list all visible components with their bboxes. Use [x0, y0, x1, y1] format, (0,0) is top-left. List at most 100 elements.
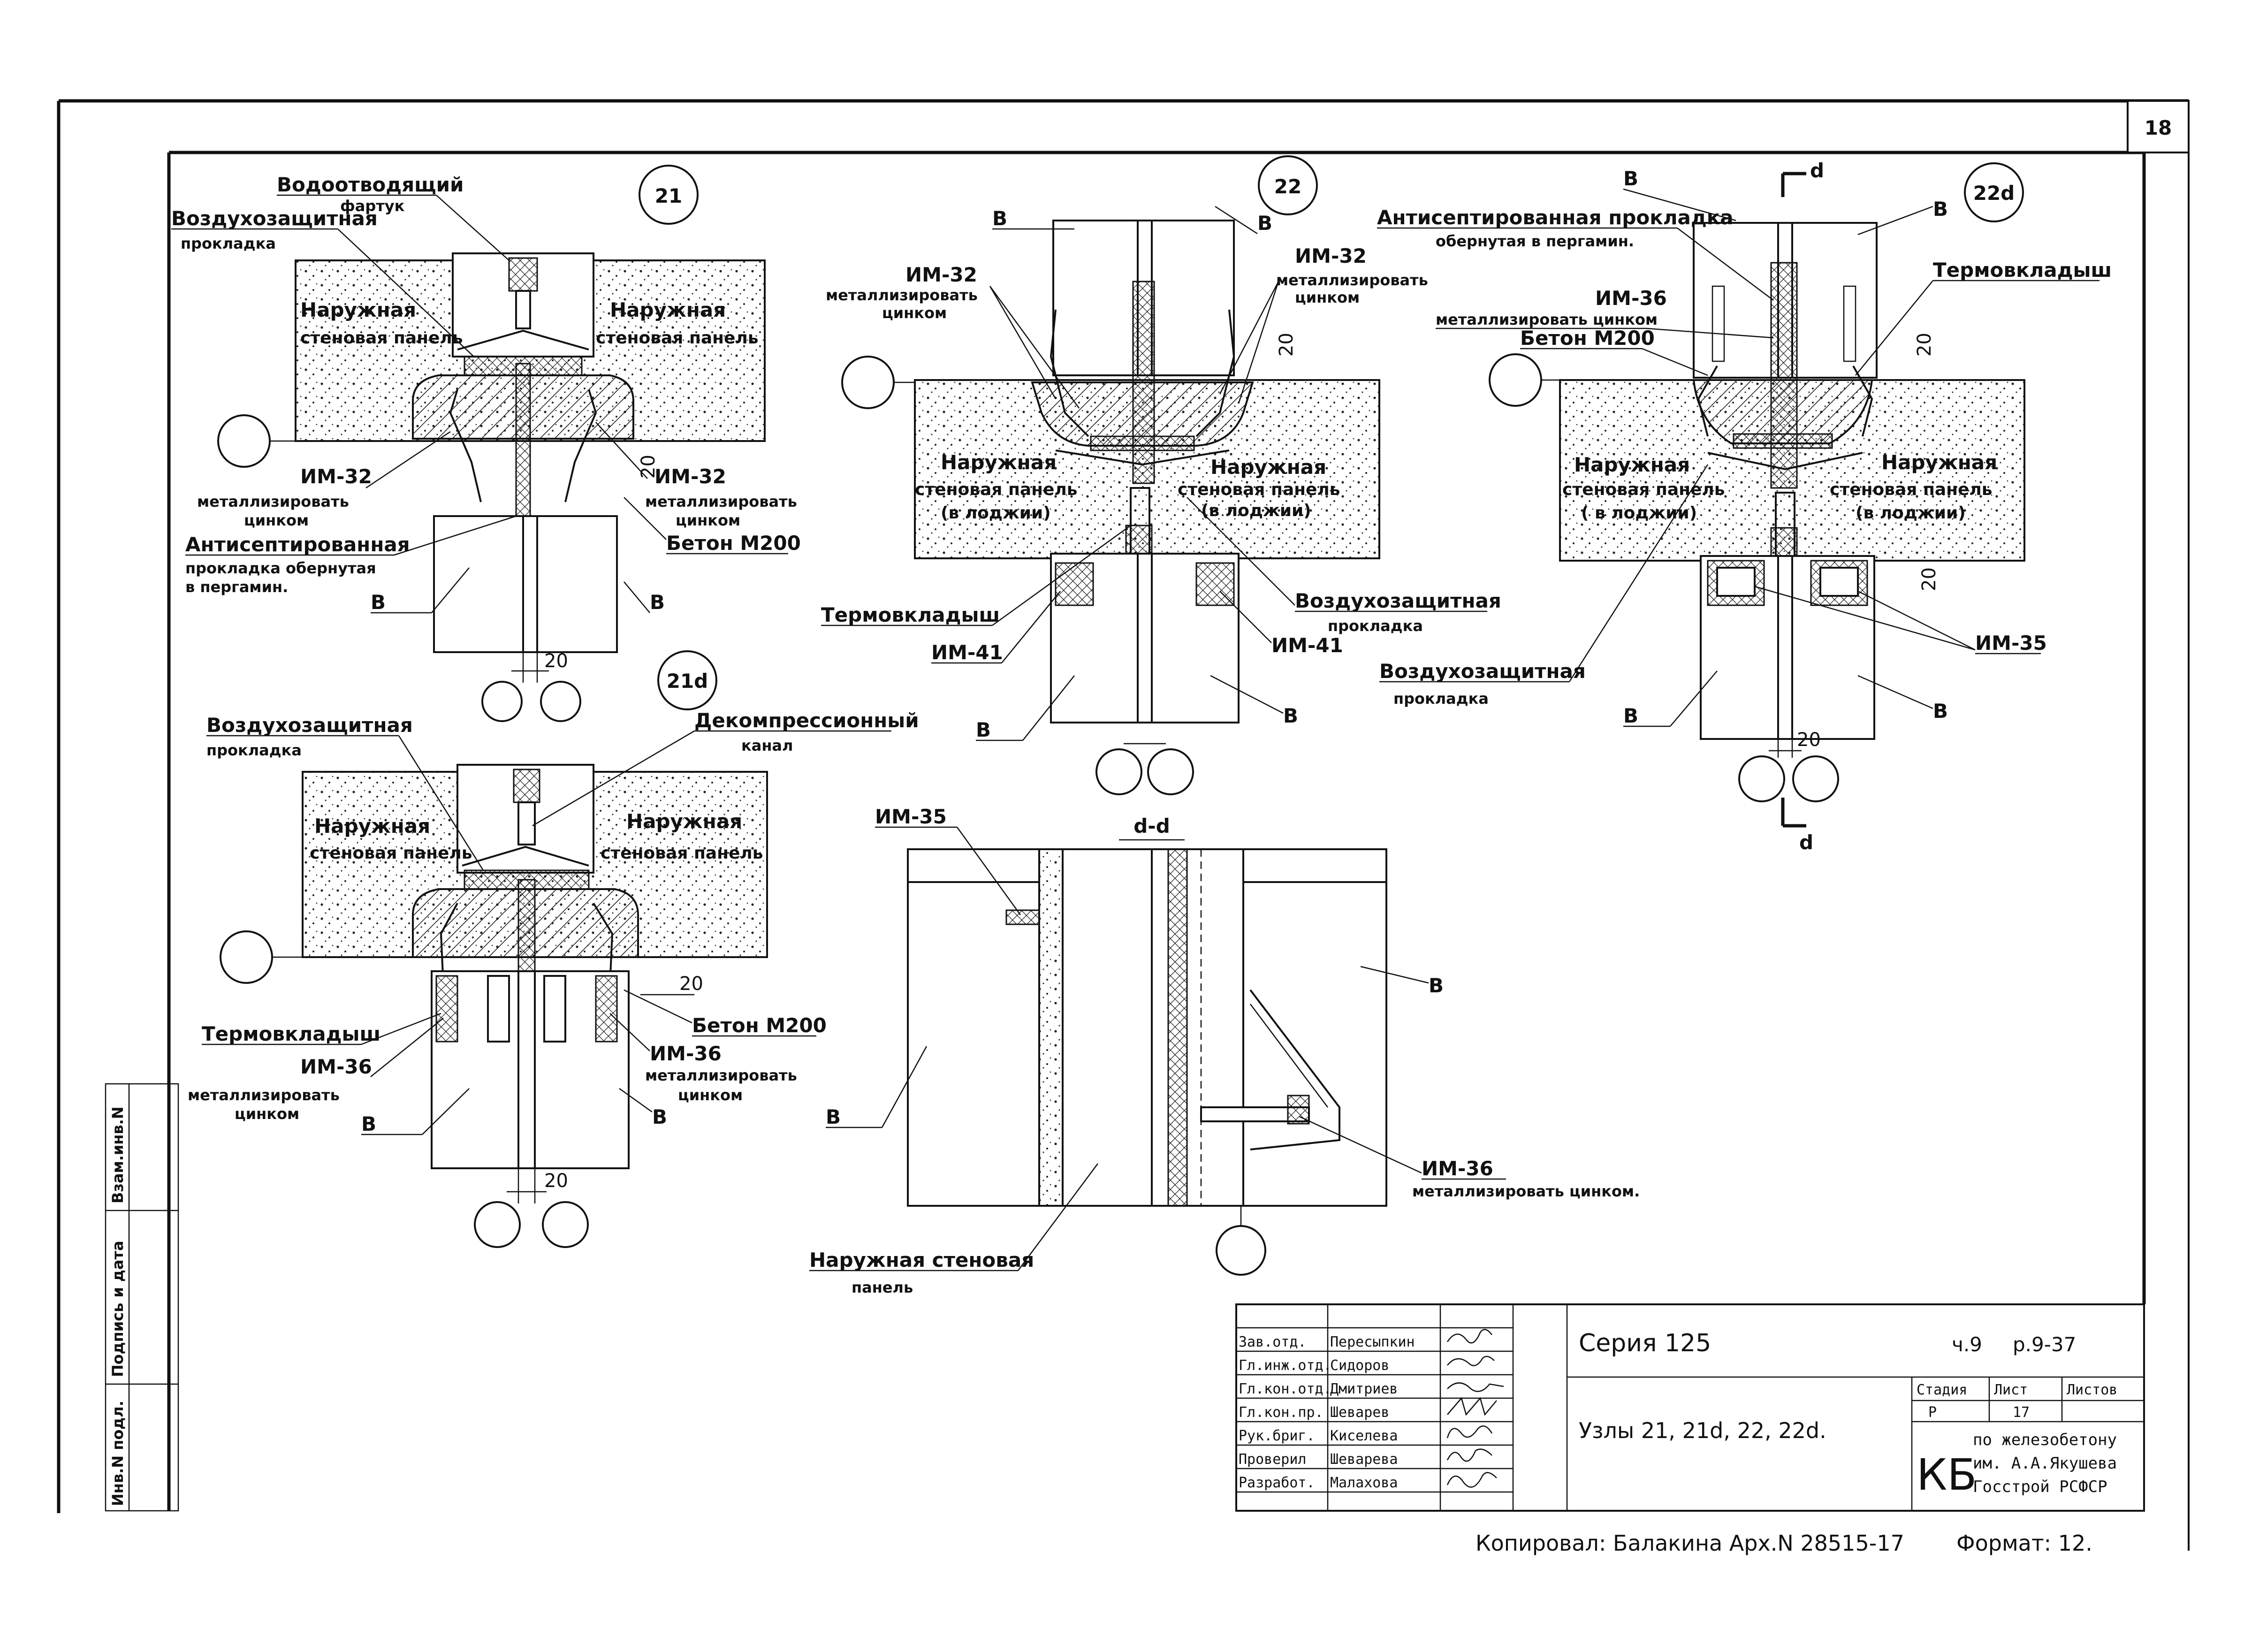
tb-row-0: Зав.отд. Пересыпкин	[1239, 1329, 1492, 1350]
node-22d-section-bottom: d	[1799, 831, 1813, 854]
tb-sheet-h: Лист	[1994, 1382, 2028, 1398]
node-22d-panel-left-3: ( в лоджии)	[1581, 503, 1697, 523]
tb-name: Дмитриев	[1330, 1381, 1398, 1397]
title-block: Зав.отд. Пересыпкин Гл.инж.отд. Сидоров …	[1235, 1303, 2145, 1512]
node-21-left-note-2: цинком	[244, 511, 309, 529]
tb-signature	[1447, 1382, 1504, 1392]
tb-row-4: Рук.бриг. Киселева	[1239, 1425, 1493, 1444]
tb-title: Узлы 21, 21d, 22, 22d.	[1579, 1418, 1826, 1443]
section-dd-im36: ИМ-36	[1422, 1157, 1493, 1180]
section-dd-im36-note: металлизировать цинком.	[1412, 1182, 1640, 1200]
node-21-b-left: В	[371, 591, 386, 614]
node-21-b-right: В	[650, 591, 665, 614]
node-22d-marker-text: 22d	[1973, 182, 2015, 205]
section-dd-title: d-d	[1133, 815, 1170, 837]
tb-org-2: им. А.А.Якушева	[1973, 1454, 2117, 1473]
node-22: 22 20 В В ИМ-32 металлизировать цинком И	[821, 155, 1501, 795]
node-21d-left-note-2: цинком	[235, 1105, 299, 1123]
node-21-left-note-1: металлизировать	[197, 493, 349, 510]
node-21d-air-2: прокладка	[206, 741, 302, 759]
node-22d-panel-right-3: (в лоджии)	[1856, 503, 1966, 523]
tb-role: Рук.бриг.	[1239, 1428, 1315, 1444]
node-21-panel-left-2: стеновая панель	[300, 328, 463, 348]
node-21-marker	[639, 165, 699, 225]
node-21-label-top-2: фартук	[340, 197, 405, 215]
node-21-antisept-2: прокладка обернутая	[185, 559, 376, 577]
node-22d: 22d d d 20 20 20	[1377, 159, 2112, 854]
tb-name: Пересыпкин	[1330, 1334, 1415, 1350]
node-21d-panel-right-1: Наружная	[626, 810, 742, 833]
footer-copied: Копировал: Балакина Арх.N 28515-17	[1476, 1530, 1904, 1556]
tb-role: Зав.отд.	[1239, 1334, 1307, 1350]
tb-role: Гл.инж.отд.	[1239, 1357, 1332, 1374]
node-22d-antisept-2: обернутая в пергамин.	[1436, 232, 1634, 250]
node-22d-marker	[1964, 162, 2024, 222]
node-22d-dim-20-top: 20	[1914, 333, 1935, 357]
node-21-dim-20-bottom: 20	[544, 650, 568, 672]
tb-name: Киселева	[1330, 1428, 1398, 1444]
tb-signature	[1446, 1425, 1493, 1439]
node-22d-panel-right-2: стеновая панель	[1830, 480, 1993, 499]
node-22d-antisept-1: Антисептированная прокладка	[1377, 206, 1734, 229]
node-22d-b-top-right: В	[1933, 198, 1948, 221]
node-22-panel-left-2: стеновая панель	[915, 480, 1078, 499]
node-21-dim-20-side: 20	[638, 455, 659, 479]
tb-org-abbr: КБ	[1917, 1450, 1977, 1500]
node-22d-thermo: Термовкладыш	[1933, 259, 2112, 282]
node-21-antisept-1: Антисептированная	[185, 533, 410, 556]
node-22-b-top-left: В	[992, 207, 1007, 230]
node-22-left-im: ИМ-32	[905, 263, 977, 286]
node-22-right-im: ИМ-32	[1295, 244, 1367, 267]
node-21-filler	[508, 257, 538, 292]
node-22d-panel-left-2: стеновая панель	[1562, 480, 1725, 499]
section-dd-panel-2: панель	[852, 1279, 913, 1296]
section-dd-b-left: В	[826, 1105, 841, 1128]
node-22-marker-text: 22	[1274, 175, 1301, 198]
node-22-air-2: прокладка	[1328, 617, 1423, 635]
node-21d-air-1: Воздухозащитная	[206, 714, 413, 737]
node-22-right-note-1: металлизировать	[1276, 271, 1428, 289]
node-21d-marker	[657, 650, 717, 710]
node-22-panel-right-3: (в лоджии)	[1201, 501, 1311, 520]
node-21-panel-left-1: Наружная	[300, 298, 416, 321]
node-21-apron	[457, 329, 589, 350]
node-21-panel-right-1: Наружная	[610, 298, 726, 321]
tb-row-1: Гл.инж.отд. Сидоров	[1239, 1355, 1495, 1374]
node-21d-left-im: ИМ-36	[300, 1055, 372, 1078]
tb-org-1: по железобетону	[1973, 1431, 2117, 1449]
tb-role: Гл.кон.отд.	[1239, 1381, 1332, 1397]
node-22-panel-right-2: стеновая панель	[1178, 480, 1340, 499]
sheet-number: 18	[2145, 116, 2172, 139]
node-21d-right-note-2: цинком	[678, 1086, 743, 1104]
tb-signature	[1446, 1448, 1492, 1462]
node-21d-thermo: Термовкладыш	[202, 1022, 380, 1045]
node-21-label-air-1: Воздухозащитная	[171, 207, 378, 230]
node-21d: 21d 20 20 Воздухозащитная прокладка Де	[188, 650, 919, 1248]
tb-name: Шеварева	[1330, 1451, 1398, 1468]
node-22d-beton: Бетон М200	[1520, 327, 1655, 350]
node-22d-section-top: d	[1810, 159, 1824, 182]
node-21d-left-note-1: металлизировать	[188, 1086, 340, 1104]
node-21-right-note-1: металлизировать	[645, 493, 797, 510]
tb-role: Гл.кон.пр.	[1239, 1404, 1324, 1421]
node-21d-right-im: ИМ-36	[650, 1042, 722, 1065]
node-21-lower-panels	[433, 515, 618, 653]
stamp-inv-orig: Инв.N подл.	[109, 1401, 127, 1506]
tb-row-5: Проверил Шеварева	[1239, 1448, 1492, 1468]
node-22d-dim-20-bottom: 20	[1797, 729, 1821, 751]
tb-signature	[1446, 1472, 1497, 1488]
tb-name: Сидоров	[1330, 1357, 1389, 1374]
node-22d-b-top: В	[1623, 167, 1638, 190]
node-21d-dec-2: канал	[741, 737, 793, 754]
side-stamp: Взам.инв.N Подпись и дата Инв.N подл.	[105, 1083, 179, 1512]
node-22-marker	[1258, 155, 1318, 215]
node-22-air-1: Воздухозащитная	[1295, 589, 1501, 612]
node-22-im41-right: ИМ-41	[1271, 634, 1343, 657]
node-21d-dec-1: Декомпрессионный	[694, 709, 919, 732]
node-21-left-im: ИМ-32	[300, 465, 372, 488]
section-dd-panel-1: Наружная стеновая	[809, 1249, 1034, 1271]
tb-row-2: Гл.кон.отд. Дмитриев	[1239, 1381, 1504, 1397]
node-21d-marker-text: 21d	[667, 670, 708, 693]
node-21d-b-left: В	[361, 1112, 376, 1135]
